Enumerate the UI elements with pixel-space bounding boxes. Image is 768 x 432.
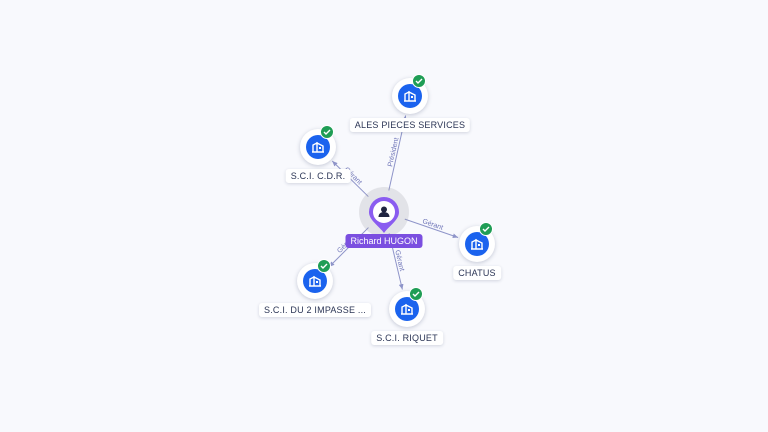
- verified-check-icon: [409, 287, 423, 301]
- company-label: ALES PIECES SERVICES: [349, 118, 471, 132]
- company-circle: [297, 259, 333, 299]
- person-icon: [369, 197, 399, 233]
- company-label: S.C.I. RIQUET: [371, 331, 443, 345]
- company-label: S.C.I. DU 2 IMPASSE ...: [259, 303, 371, 317]
- building-icon: [398, 84, 422, 108]
- edge-label: Gérant: [393, 249, 405, 271]
- company-circle: [300, 125, 336, 165]
- company-label: S.C.I. C.D.R.: [285, 169, 351, 183]
- edge-label: Gérant: [421, 218, 444, 232]
- edge-label: Président: [387, 137, 400, 167]
- company-circle: [459, 222, 495, 262]
- company-label: CHATUS: [453, 266, 501, 280]
- verified-check-icon: [320, 125, 334, 139]
- verified-check-icon: [479, 222, 493, 236]
- person-label: Richard HUGON: [345, 234, 423, 248]
- building-icon: [303, 269, 327, 293]
- verified-check-icon: [317, 259, 331, 273]
- building-icon: [306, 135, 330, 159]
- building-icon: [395, 297, 419, 321]
- company-circle: [392, 74, 428, 114]
- company-circle: [389, 287, 425, 327]
- edge-line: [404, 218, 459, 239]
- verified-check-icon: [412, 74, 426, 88]
- building-icon: [465, 232, 489, 256]
